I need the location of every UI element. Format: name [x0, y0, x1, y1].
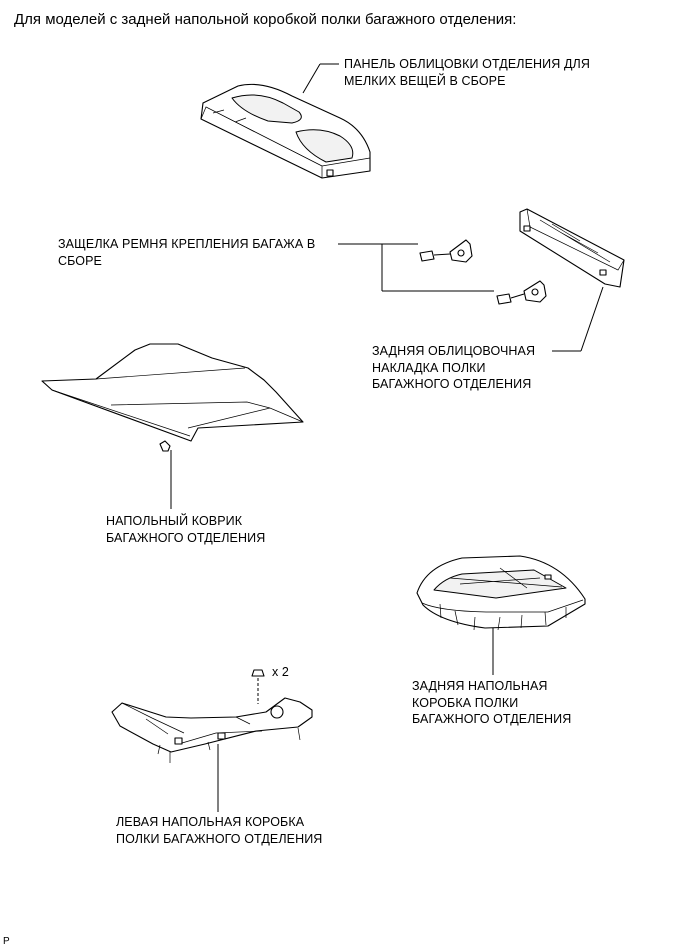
rear-trim-illustration — [519, 208, 625, 288]
left-floor-box-label: ЛЕВАЯ НАПОЛЬНАЯ КОРОБКА ПОЛКИ БАГАЖНОГО … — [116, 815, 323, 846]
clip-icon — [251, 669, 265, 677]
panel-leader — [302, 63, 321, 94]
page-title: Для моделей с задней напольной коробкой … — [14, 11, 517, 28]
latch-lower-illustration — [496, 280, 547, 305]
rear-floor-box-illustration — [416, 555, 586, 631]
rear-trim-label: ЗАДНЯЯ ОБЛИЦОВОЧНАЯ НАКЛАДКА ПОЛКИ БАГАЖ… — [372, 344, 536, 391]
floor-mat-illustration — [41, 343, 304, 452]
clip-quantity: x 2 — [272, 665, 289, 679]
panel-label: ПАНЕЛЬ ОБЛИЦОВКИ ОТДЕЛЕНИЯ ДЛЯ МЕЛКИХ ВЕ… — [344, 57, 590, 88]
storage-panel-illustration — [200, 83, 371, 179]
rear-floor-box-label: ЗАДНЯЯ НАПОЛЬНАЯ КОРОБКА ПОЛКИ БАГАЖНОГО… — [412, 679, 572, 726]
latch-label: ЗАЩЕЛКА РЕМНЯ КРЕПЛЕНИЯ БАГАЖА В СБОРЕ — [58, 237, 316, 268]
left-floor-box-illustration — [111, 697, 313, 763]
latch-upper-illustration — [419, 239, 473, 263]
rear-trim-leader — [580, 286, 604, 352]
figure-code: P — [3, 936, 10, 947]
floor-mat-label: НАПОЛЬНЫЙ КОВРИК БАГАЖНОГО ОТДЕЛЕНИЯ — [106, 514, 266, 545]
